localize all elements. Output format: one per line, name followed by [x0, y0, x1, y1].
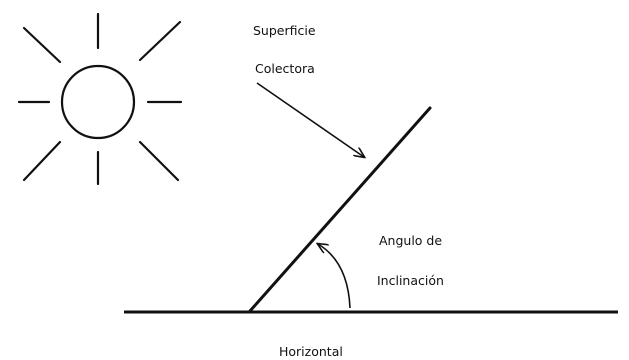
tilt-angle-arc [318, 244, 351, 309]
collector-label-line1: Superficie [253, 23, 316, 38]
sun-ray-top-right [138, 20, 182, 62]
sun-ray-bottom-right [138, 140, 180, 182]
collector-surface-line [248, 106, 432, 313]
horizontal-label: Horizontal [279, 344, 343, 359]
tilt-angle-label-line2: Inclinación [377, 273, 444, 288]
sun-icon [17, 12, 183, 186]
collector-label-line2: Colectora [255, 61, 315, 76]
sun-ray-bottom-left [22, 140, 62, 182]
tilt-angle-label-line1: Angulo de [379, 233, 443, 248]
sun-ray-top-left [22, 26, 62, 64]
sun-disc [60, 64, 136, 140]
collector-pointer-arrow [256, 82, 364, 157]
